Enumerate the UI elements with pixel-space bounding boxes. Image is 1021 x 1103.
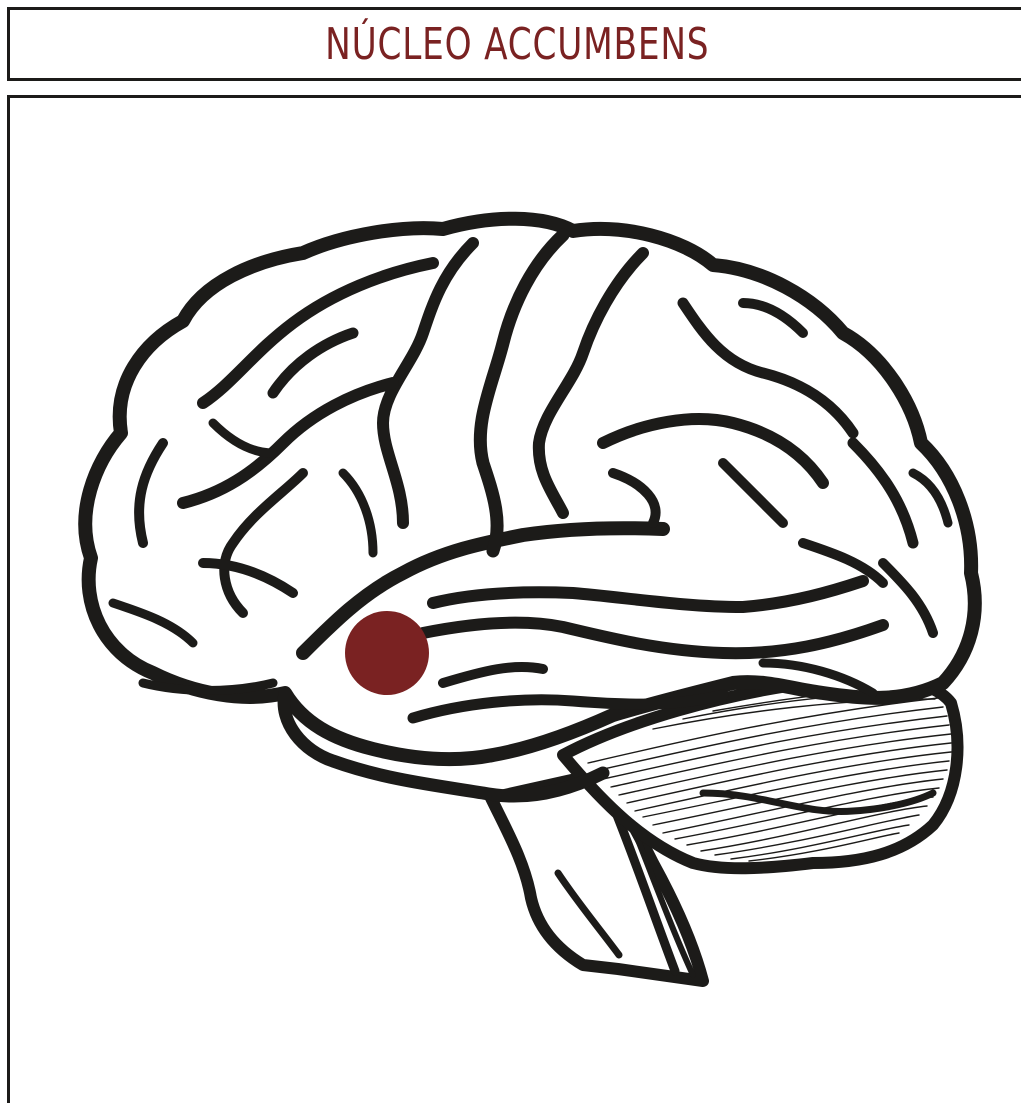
page-title: NÚCLEO ACCUMBENS xyxy=(325,19,709,70)
nucleus-accumbens-marker xyxy=(345,611,429,695)
diagram-panel xyxy=(7,95,1021,1103)
brain-lateral-view-icon xyxy=(10,98,1021,1103)
title-banner: NÚCLEO ACCUMBENS xyxy=(7,7,1021,81)
